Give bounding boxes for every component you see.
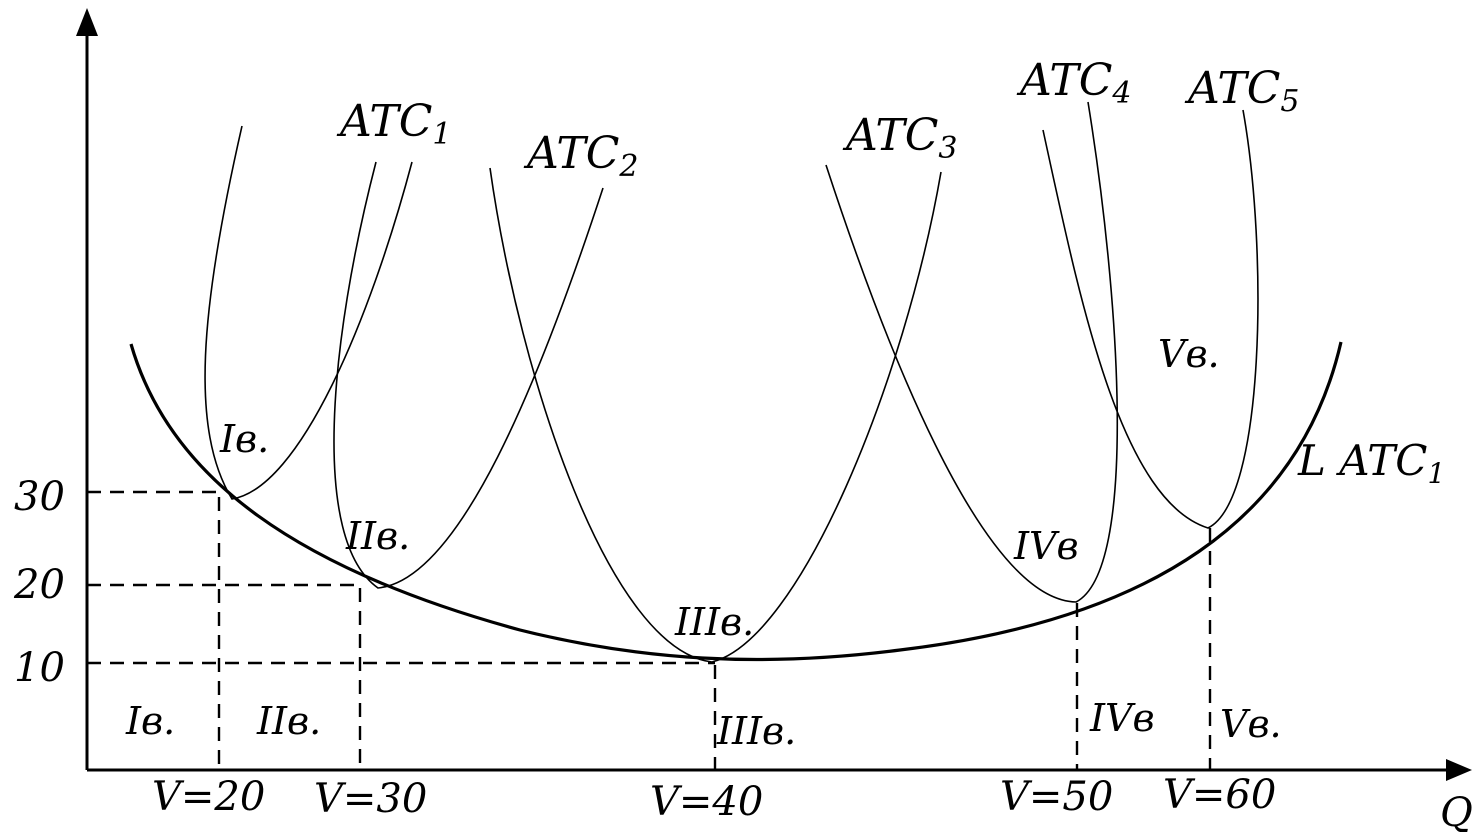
curve-long-run-atc	[129, 341, 1343, 662]
tangent-label-1: Iв.	[219, 417, 269, 461]
y-tick-30: 30	[14, 474, 65, 520]
zone-label-3: IIIв.	[716, 709, 796, 753]
x-tick-v60: V=60	[1163, 772, 1276, 818]
tangent-labels: Iв. IIв. IIIв. IVв Vв.	[219, 332, 1220, 644]
curve-labels: ATC1 ATC2 ATC3 ATC4 ATC5 L ATC1	[336, 55, 1445, 490]
label-atc-1: ATC1	[336, 96, 451, 152]
zone-label-2: IIв.	[256, 699, 321, 743]
curve-atc-1	[333, 161, 604, 589]
curve-atc-2	[489, 167, 942, 663]
x-tick-labels: V=20 V=30 V=40 V=50 V=60	[152, 772, 1276, 825]
tangent-label-2: IIв.	[345, 514, 410, 558]
curve-atc-3	[825, 101, 1119, 603]
x-tick-v30: V=30	[314, 776, 427, 822]
curve-atc-small-left	[204, 125, 413, 500]
label-long-run-atc: L ATC1	[1297, 436, 1445, 490]
zone-labels: Iв. IIв. IIIв. IVв Vв.	[125, 696, 1282, 753]
zone-label-4: IVв	[1089, 696, 1155, 740]
tangent-label-5: Vв.	[1158, 332, 1220, 376]
y-tick-20: 20	[13, 562, 65, 608]
x-axis-arrow-icon	[1446, 759, 1472, 781]
short-run-curves	[204, 101, 1259, 663]
reference-lines	[87, 490, 1212, 770]
label-atc-4: ATC4	[1016, 55, 1131, 111]
label-atc-5: ATC5	[1184, 63, 1299, 119]
x-axis-label: Q	[1440, 790, 1473, 832]
zone-label-1: Iв.	[125, 699, 175, 743]
zone-label-5: Vв.	[1220, 702, 1282, 746]
axes	[76, 8, 1472, 781]
y-tick-10: 10	[14, 645, 65, 691]
curve-atc-4	[1042, 109, 1259, 529]
y-tick-labels: 30 20 10	[13, 474, 65, 691]
tangent-label-4: IVв	[1013, 524, 1079, 568]
tangent-label-3: IIIв.	[674, 600, 754, 644]
label-atc-3: ATC3	[842, 110, 957, 166]
x-tick-v20: V=20	[152, 774, 265, 820]
x-tick-v40: V=40	[650, 779, 763, 825]
label-atc-2: ATC2	[523, 128, 638, 184]
x-tick-v50: V=50	[1000, 774, 1113, 820]
y-axis-arrow-icon	[76, 8, 98, 36]
